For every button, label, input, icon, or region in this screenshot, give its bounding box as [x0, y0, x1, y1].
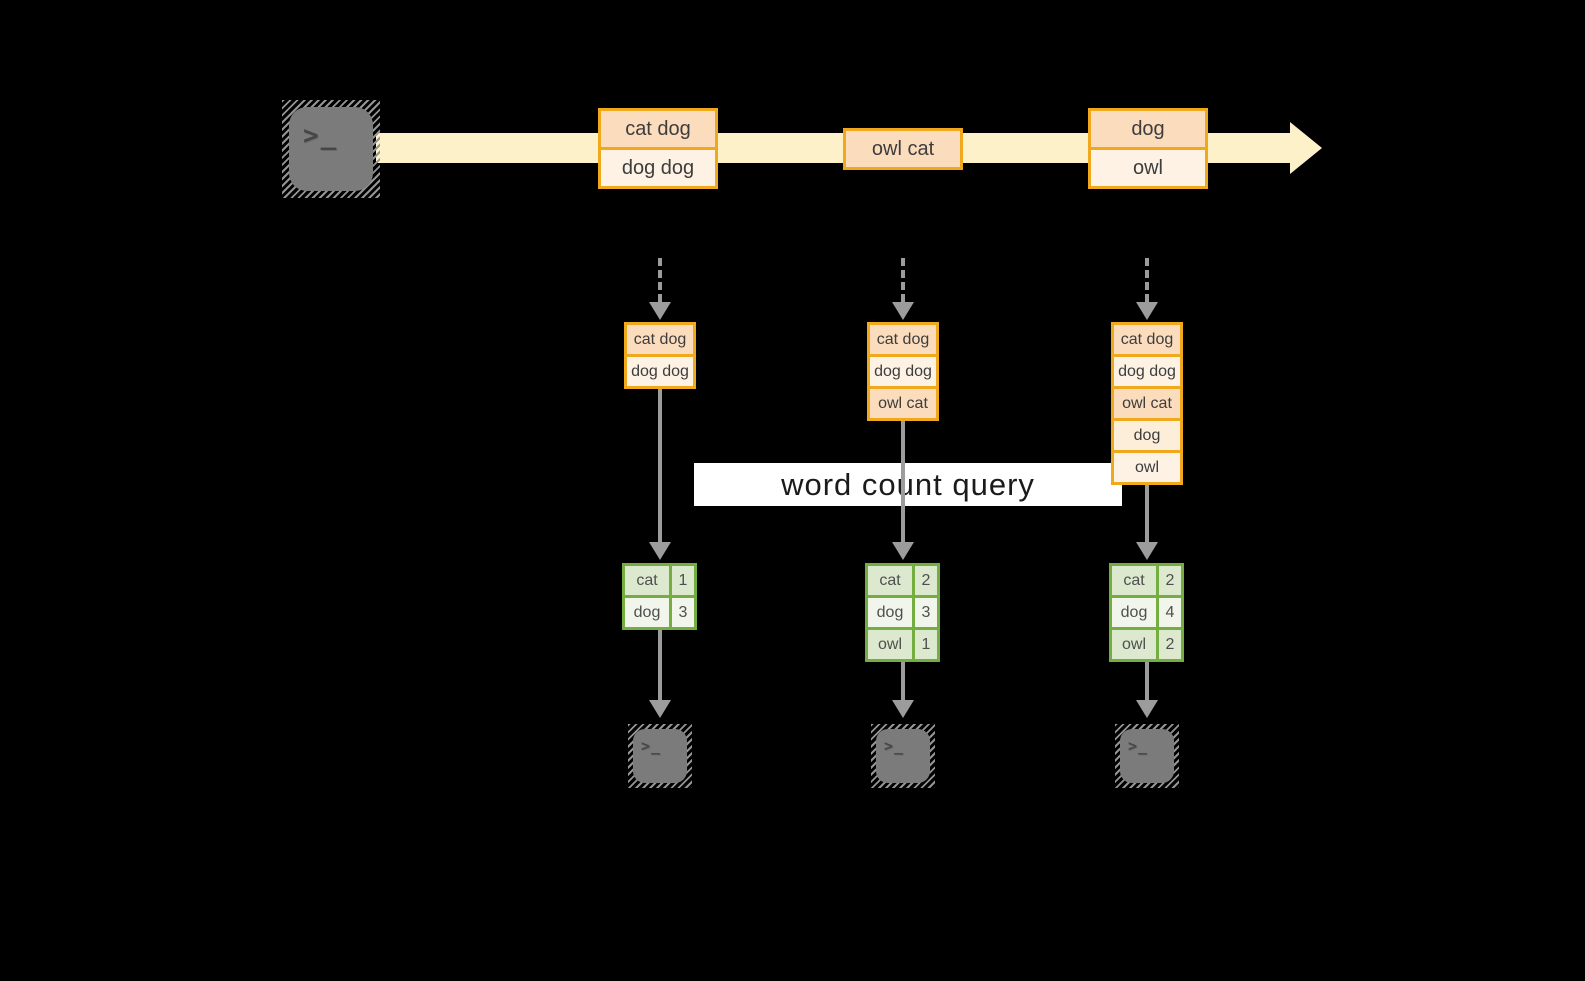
- count-table-3: cat 2 dog 4 owl 2: [1109, 563, 1184, 662]
- output-arrow-line: [658, 630, 662, 702]
- ingest-arrow-line: [1145, 258, 1149, 302]
- message-line: cat dog: [601, 111, 715, 147]
- query-arrow-head-icon: [649, 542, 671, 560]
- ingest-arrow-head-icon: [892, 302, 914, 320]
- query-arrow-line: [901, 421, 905, 544]
- output-arrow-head-icon: [1136, 700, 1158, 718]
- count-word: owl: [1112, 630, 1159, 659]
- stream-message-3: dog owl: [1088, 108, 1208, 189]
- terminal-body: >_: [1120, 729, 1174, 783]
- count-row: dog 3: [625, 595, 694, 627]
- count-value: 2: [1159, 630, 1181, 659]
- state-row: owl: [1114, 450, 1180, 482]
- count-value: 4: [1159, 598, 1181, 627]
- query-arrow-head-icon: [1136, 542, 1158, 560]
- message-line: owl: [1091, 147, 1205, 186]
- count-row: cat 1: [625, 566, 694, 595]
- output-arrow-line: [901, 662, 905, 702]
- count-value: 2: [915, 566, 937, 595]
- count-row: dog 4: [1112, 595, 1181, 627]
- terminal-prompt-glyph: >_: [303, 121, 339, 151]
- source-terminal-icon: >_: [282, 100, 380, 198]
- ingest-arrow-line: [658, 258, 662, 302]
- message-line: dog dog: [601, 147, 715, 186]
- sink-terminal-icon-2: >_: [871, 724, 935, 788]
- query-arrow-line: [658, 389, 662, 544]
- terminal-prompt-glyph: >_: [884, 737, 905, 755]
- state-row: dog dog: [627, 354, 693, 386]
- stream-arrowhead-icon: [1290, 122, 1322, 174]
- count-row: cat 2: [1112, 566, 1181, 595]
- count-table-1: cat 1 dog 3: [622, 563, 697, 630]
- terminal-body: >_: [289, 107, 373, 191]
- count-value: 1: [672, 566, 694, 595]
- state-row: cat dog: [870, 325, 936, 354]
- terminal-body: >_: [633, 729, 687, 783]
- count-word: cat: [625, 566, 672, 595]
- ingest-arrow-head-icon: [649, 302, 671, 320]
- state-row: cat dog: [1114, 325, 1180, 354]
- count-value: 3: [672, 598, 694, 627]
- state-row: dog dog: [870, 354, 936, 386]
- count-value: 1: [915, 630, 937, 659]
- sink-terminal-icon-3: >_: [1115, 724, 1179, 788]
- ingest-arrow-line: [901, 258, 905, 302]
- count-word: dog: [625, 598, 672, 627]
- state-row: dog dog: [1114, 354, 1180, 386]
- count-word: dog: [1112, 598, 1159, 627]
- count-word: dog: [868, 598, 915, 627]
- message-line: owl cat: [846, 131, 960, 167]
- count-word: cat: [868, 566, 915, 595]
- terminal-prompt-glyph: >_: [1128, 737, 1149, 755]
- sink-terminal-icon-1: >_: [628, 724, 692, 788]
- state-row: owl cat: [1114, 386, 1180, 418]
- count-row: cat 2: [868, 566, 937, 595]
- state-row: owl cat: [870, 386, 936, 418]
- query-label-band: word count query: [694, 463, 1122, 506]
- state-row: dog: [1114, 418, 1180, 450]
- output-arrow-head-icon: [892, 700, 914, 718]
- count-row: dog 3: [868, 595, 937, 627]
- stream-message-2: owl cat: [843, 128, 963, 170]
- state-stack-1: cat dog dog dog: [624, 322, 696, 389]
- stream-message-1: cat dog dog dog: [598, 108, 718, 189]
- state-stack-3: cat dog dog dog owl cat dog owl: [1111, 322, 1183, 485]
- terminal-prompt-glyph: >_: [641, 737, 662, 755]
- terminal-body: >_: [876, 729, 930, 783]
- count-word: cat: [1112, 566, 1159, 595]
- state-stack-2: cat dog dog dog owl cat: [867, 322, 939, 421]
- state-row: cat dog: [627, 325, 693, 354]
- query-arrow-head-icon: [892, 542, 914, 560]
- count-value: 3: [915, 598, 937, 627]
- count-row: owl 1: [868, 627, 937, 659]
- query-arrow-line: [1145, 485, 1149, 544]
- count-row: owl 2: [1112, 627, 1181, 659]
- message-line: dog: [1091, 111, 1205, 147]
- query-label: word count query: [781, 466, 1035, 502]
- output-arrow-head-icon: [649, 700, 671, 718]
- output-arrow-line: [1145, 662, 1149, 702]
- count-word: owl: [868, 630, 915, 659]
- ingest-arrow-head-icon: [1136, 302, 1158, 320]
- count-value: 2: [1159, 566, 1181, 595]
- count-table-2: cat 2 dog 3 owl 1: [865, 563, 940, 662]
